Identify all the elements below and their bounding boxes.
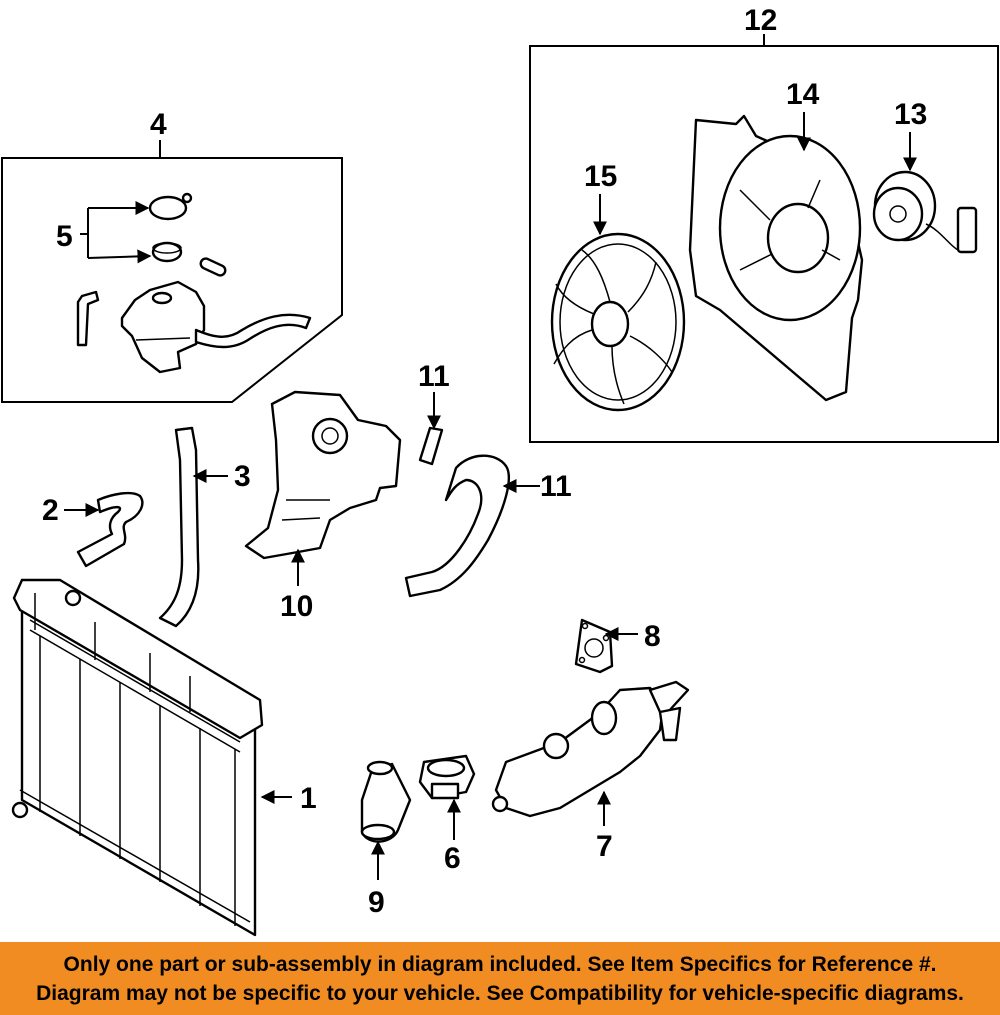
o-ring-seal[interactable] bbox=[418, 426, 444, 466]
disclaimer-line-2: Diagram may not be specific to your vehi… bbox=[36, 982, 964, 1005]
callout-8: 8 bbox=[644, 620, 661, 653]
lower-radiator-hose[interactable] bbox=[76, 491, 144, 568]
thermostat-housing[interactable] bbox=[491, 680, 690, 818]
reservoir-cap[interactable] bbox=[148, 192, 193, 221]
fan-assembly-group-box bbox=[529, 34, 999, 443]
coolant-reservoir[interactable] bbox=[76, 257, 312, 374]
thermostat-gasket[interactable] bbox=[574, 618, 614, 674]
thermostat[interactable] bbox=[418, 754, 476, 800]
callout-2: 2 bbox=[42, 494, 59, 527]
reservoir-group-box bbox=[1, 140, 343, 403]
reservoir-cap-seal[interactable] bbox=[151, 241, 183, 263]
upper-radiator-hose[interactable] bbox=[158, 426, 200, 628]
callout-1: 1 bbox=[300, 782, 317, 815]
callout-10: 10 bbox=[280, 590, 313, 623]
callout-4: 4 bbox=[150, 108, 167, 141]
disclaimer-line-1: Only one part or sub-assembly in diagram… bbox=[63, 953, 937, 976]
callout-6: 6 bbox=[444, 842, 461, 875]
callout-13: 13 bbox=[894, 98, 927, 131]
callout-5: 5 bbox=[56, 220, 73, 253]
bypass-hose[interactable] bbox=[404, 454, 510, 598]
callout-5-leaders bbox=[80, 201, 152, 264]
callout-7: 7 bbox=[596, 830, 613, 863]
callout-12: 12 bbox=[744, 4, 777, 37]
water-inlet-pipe[interactable] bbox=[360, 760, 412, 843]
callout-15: 15 bbox=[584, 160, 617, 193]
disclaimer-banner: Only one part or sub-assembly in diagram… bbox=[0, 942, 1000, 1015]
callout-11-upper: 11 bbox=[418, 360, 450, 393]
radiator[interactable] bbox=[11, 578, 264, 937]
callout-3: 3 bbox=[234, 460, 251, 493]
callout-14: 14 bbox=[786, 78, 820, 111]
water-pump-housing[interactable] bbox=[244, 390, 402, 560]
callout-11-lower: 11 bbox=[540, 470, 572, 503]
fan-blade[interactable] bbox=[550, 232, 686, 412]
fan-motor[interactable] bbox=[872, 170, 978, 254]
callout-leaders bbox=[64, 112, 917, 880]
parts-diagram: 1 2 3 4 5 6 7 8 9 10 11 11 12 13 14 15 bbox=[1, 4, 999, 937]
callout-9: 9 bbox=[368, 886, 385, 919]
fan-shroud[interactable] bbox=[688, 114, 864, 402]
